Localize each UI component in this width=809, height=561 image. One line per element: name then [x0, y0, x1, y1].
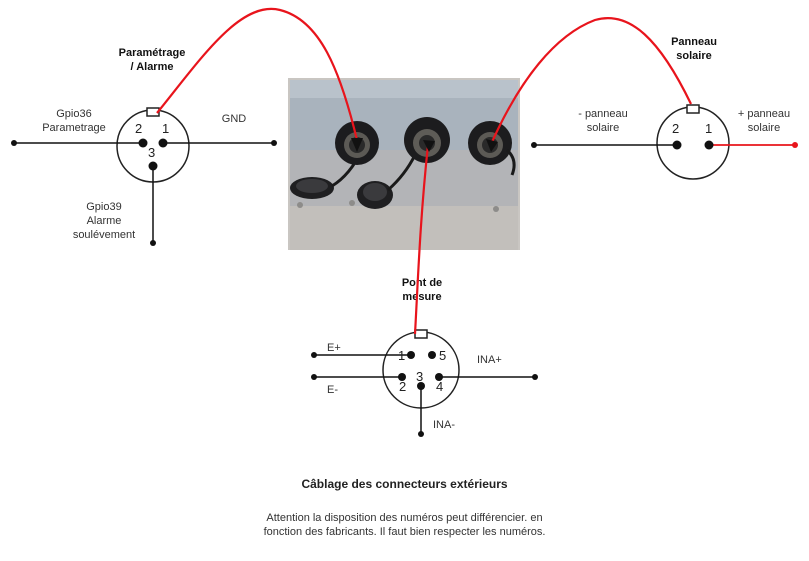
bottom-pin-5 [428, 351, 436, 359]
right-connector: 2 1 Panneau solaire - panneau solaire + … [531, 36, 798, 180]
plus-panel-label-line1: + panneau [738, 108, 790, 120]
enclosure-photo [288, 78, 520, 250]
red-wire-bottom [413, 144, 430, 335]
bottom-header-line2: mesure [402, 291, 441, 303]
ina-minus-label: INA- [433, 419, 455, 431]
left-pin-1 [158, 138, 168, 148]
bottom-pin-2-number: 2 [399, 379, 406, 394]
right-pin-2 [672, 140, 682, 150]
gpio39-label-line3: soulévement [73, 229, 135, 241]
minus-panel-label-line2: solaire [587, 122, 619, 134]
note-line-1: Attention la disposition des numéros peu… [266, 512, 543, 524]
left-pin-2 [138, 138, 148, 148]
left-header-line2: / Alarme [130, 61, 173, 73]
e-minus-label: E- [327, 384, 338, 396]
left-pin-1-number: 1 [162, 121, 169, 136]
red-wire-right [490, 17, 692, 143]
bottom-pin-2 [398, 373, 406, 381]
gpio39-label-line2: Alarme [87, 215, 122, 227]
right-pin-1 [704, 140, 714, 150]
red-wire-left [156, 7, 359, 141]
bottom-pin-4-number: 4 [436, 379, 443, 394]
bottom-pin-3-number: 3 [416, 369, 423, 384]
bottom-pin-4 [435, 373, 443, 381]
right-pin-1-number: 1 [705, 121, 712, 136]
wire-arrowheads [351, 138, 498, 152]
gpio39-label-line1: Gpio39 [86, 201, 121, 213]
minus-panel-label-line1: - panneau [578, 108, 628, 120]
left-pin-2-number: 2 [135, 121, 142, 136]
bottom-pin-1 [407, 351, 415, 359]
plus-panel-label-line2: solaire [748, 122, 780, 134]
right-header-line1: Panneau [671, 36, 717, 48]
ina-plus-label: INA+ [477, 354, 502, 366]
diagram-title: Câblage des connecteurs extérieurs [301, 477, 508, 491]
note-line-2: fonction des fabricants. Il faut bien re… [263, 526, 546, 538]
bottom-header-line1: Pont de [402, 277, 442, 289]
right-pin-2-number: 2 [672, 121, 679, 136]
gpio36-label-line1: Gpio36 [56, 108, 91, 120]
bottom-connector: 1 5 2 3 4 Pont de mesure E+ E- INA+ INA- [311, 277, 538, 437]
bottom-pin-5-number: 5 [439, 348, 446, 363]
gnd-label: GND [222, 113, 247, 125]
left-pin-3 [148, 161, 158, 171]
diagram-note: Attention la disposition des numéros peu… [0, 511, 809, 539]
e-plus-label: E+ [327, 342, 341, 354]
left-connector: 2 1 3 Paramétrage / Alarme Gpio36 Parame… [11, 47, 277, 246]
right-header-line2: solaire [676, 50, 711, 62]
bottom-pin-3 [417, 382, 425, 390]
gpio36-label-line2: Parametrage [42, 122, 106, 134]
left-header-line1: Paramétrage [119, 47, 186, 59]
red-wires [156, 7, 692, 335]
left-pin-3-number: 3 [148, 145, 155, 160]
bottom-pin-1-number: 1 [398, 348, 405, 363]
